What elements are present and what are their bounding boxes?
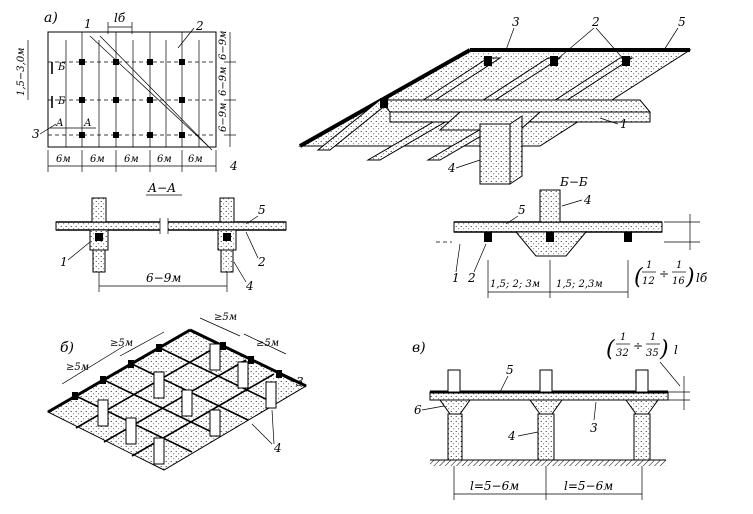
flat-ratio-close: ): [659, 337, 669, 362]
waffle-dim-4: ≥5м: [256, 338, 279, 349]
section-aa-callout-1: 1: [60, 255, 68, 269]
section-b-b: Б−Б 1,5; 2; 3м 1,5; 2,3м ( 1 12 ÷ 1 16: [436, 175, 708, 298]
bb-ratio-den1: 12: [642, 276, 655, 287]
waffle-dim-3: ≥5м: [214, 312, 237, 323]
plan-right-dim-2: 6−9м: [218, 67, 229, 96]
section-aa-callout-4: 4: [245, 279, 254, 293]
flat-span-2: l=5−6м: [564, 479, 613, 493]
flat-ratio-num1: 1: [620, 332, 626, 343]
bb-ratio-num2: 1: [676, 260, 682, 271]
plan-left-dimension: 1,5−3,0м: [16, 48, 27, 96]
flat-ratio-open: (: [606, 337, 615, 362]
plan-rib-spacing-label: lб: [114, 11, 126, 25]
section-aa-title: А−А: [147, 181, 176, 195]
section-bb-callout-2: 2: [467, 271, 476, 285]
flat-span-1: l=5−6м: [470, 479, 519, 493]
plan-section-mark-b2: Б: [57, 96, 66, 107]
flat-callout-4: 4: [507, 429, 516, 443]
plan-callout-1: 1: [84, 17, 92, 31]
section-aa-callout-2: 2: [257, 255, 266, 269]
iso-callout-1: 1: [620, 117, 628, 131]
bb-ratio-var: lб: [696, 271, 708, 285]
section-aa-span-dim: 6−9м: [146, 271, 181, 285]
bb-ratio-num1: 1: [646, 260, 652, 271]
flat-ratio-den2: 35: [646, 348, 659, 359]
waffle-callout-3: 3: [296, 375, 304, 389]
plan-callout-3: 3: [32, 127, 40, 141]
bb-ratio-div: ÷: [659, 267, 669, 281]
panel-v-letter: в): [412, 340, 426, 356]
plan-callout-4: 4: [229, 159, 238, 173]
waffle-dim-2: ≥5м: [110, 338, 133, 349]
panel-b-letter: б): [60, 340, 74, 356]
plan-columns: [79, 59, 185, 138]
iso-callout-5: 5: [678, 15, 686, 29]
flat-ratio-div: ÷: [633, 339, 643, 353]
flat-ratio-num2: 1: [650, 332, 656, 343]
iso-callout-3: 3: [512, 15, 520, 29]
flat-callout-5: 5: [506, 363, 514, 377]
section-bb-callout-5: 5: [518, 203, 526, 217]
flat-ratio-var: l: [674, 343, 678, 357]
flat-slab-elevation: в) l=5−6м l=5−6м ( 1 32 ÷ 1: [412, 332, 690, 500]
waffle-dim-1: ≥5м: [66, 362, 89, 373]
section-bb-title: Б−Б: [559, 175, 588, 189]
section-bb-spacing-2: 1,5; 2,3м: [556, 279, 603, 290]
flat-ratio-den1: 32: [616, 348, 629, 359]
section-aa-callout-5: 5: [258, 203, 266, 217]
section-bb-spacing-1: 1,5; 2; 3м: [490, 279, 540, 290]
plan-section-mark-a1: А: [55, 118, 64, 129]
plan-ribs: [65, 32, 200, 147]
plan-bottom-dim-2: 6м: [90, 154, 105, 165]
section-bb-callout-4: 4: [583, 193, 592, 207]
flat-callout-3: 3: [590, 421, 598, 435]
plan-bottom-dim-5: 6м: [188, 154, 203, 165]
plan-callout-2: 2: [195, 19, 204, 33]
plan-right-dim-3: 6−9м: [218, 103, 229, 132]
section-bb-callout-1: 1: [452, 271, 460, 285]
bb-ratio-close: ): [685, 265, 695, 290]
section-a-a: А−А 6−9м 5 1 2 4: [55, 181, 287, 293]
plan-bottom-dim-1: 6м: [56, 154, 71, 165]
plan-section-mark-b1: Б: [57, 62, 66, 73]
iso-callout-4: 4: [447, 161, 456, 175]
plan-section-mark-a2: А: [83, 118, 92, 129]
bb-ratio-den2: 16: [672, 276, 685, 287]
waffle-columns: [97, 343, 277, 465]
bb-ratio-open: (: [634, 265, 643, 290]
ribbed-slab-isometric: 3 2 5 1 4: [298, 15, 692, 185]
iso-callout-2: 2: [591, 15, 600, 29]
ribbed-slab-plan: а): [16, 10, 238, 173]
waffle-slab-isometric: б): [46, 312, 308, 471]
plan-bottom-dim-4: 6м: [157, 154, 172, 165]
plan-bottom-dim-3: 6м: [124, 154, 139, 165]
waffle-callout-4: 4: [273, 441, 282, 455]
plan-right-dim-1: 6−9м: [218, 31, 229, 60]
panel-a-letter: а): [44, 10, 58, 26]
flat-callout-6: 6: [414, 403, 422, 417]
